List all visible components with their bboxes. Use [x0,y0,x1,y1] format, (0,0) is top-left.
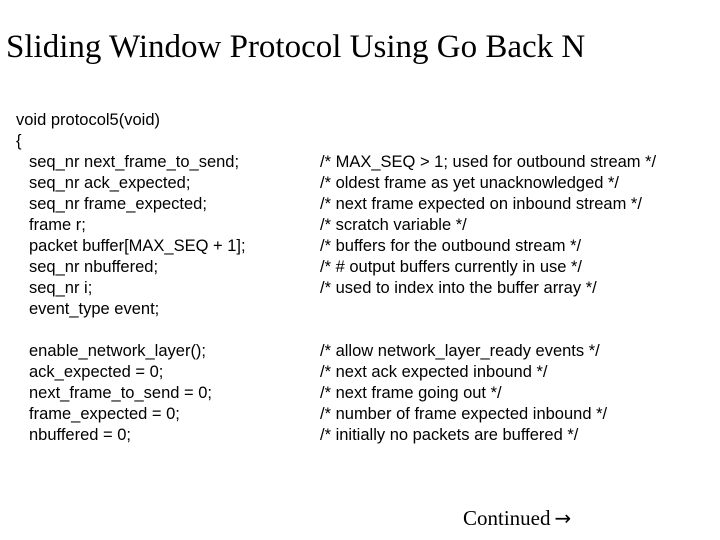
code-statement: enable_network_layer(); [29,342,207,360]
code-line: frame_expected = 0; /* number of frame ex… [0,404,720,425]
code-comment: /* oldest frame as yet unacknowledged */ [320,174,620,192]
code-statement: frame_expected = 0; [29,405,180,423]
code-line: packet buffer[MAX_SEQ + 1]; /* buffers fo… [0,236,720,257]
code-statement: next_frame_to_send = 0; [29,384,212,402]
code-line: seq_nr ack_expected; /* oldest frame as y… [0,173,720,194]
code-comment: /* used to index into the buffer array *… [320,279,597,297]
code-statement: seq_nr ack_expected; [29,174,191,192]
code-line: enable_network_layer(); /* allow network_… [0,341,720,362]
code-line: ack_expected = 0; /* next ack expected in… [0,362,720,383]
code-statement: event_type event; [29,300,160,318]
code-comment: /* next ack expected inbound */ [320,363,548,381]
code-statement: packet buffer[MAX_SEQ + 1]; [29,237,246,255]
code-line: next_frame_to_send = 0; /* next frame goi… [0,383,720,404]
continued-label: Continued [463,506,551,530]
code-line: seq_nr next_frame_to_send; /* MAX_SEQ > 1… [0,152,720,173]
code-comment: /* next frame expected on inbound stream… [320,195,642,213]
code-comment: /* buffers for the outbound stream */ [320,237,582,255]
page-title: Sliding Window Protocol Using Go Back N [6,29,586,65]
code-line: nbuffered = 0; /* initially no packets ar… [0,425,720,446]
code-statement: nbuffered = 0; [29,426,131,444]
code-line: seq_nr nbuffered; /* # output buffers cur… [0,257,720,278]
code-comment: /* number of frame expected inbound */ [320,405,608,423]
code-line: seq_nr frame_expected; /* next frame expe… [0,194,720,215]
code-statement: ack_expected = 0; [29,363,164,381]
code-statement: { [16,132,22,150]
code-line: event_type event; [0,299,720,320]
right-arrow-icon: → [554,506,572,530]
code-statement: seq_nr next_frame_to_send; [29,153,240,171]
code-statement: frame r; [29,216,86,234]
code-statement: void protocol5(void) [16,111,160,129]
code-comment: /* next frame going out */ [320,384,502,402]
code-line: { [0,131,720,152]
code-comment: /* MAX_SEQ > 1; used for outbound stream… [320,153,657,171]
code-line: frame r; /* scratch variable */ [0,215,720,236]
code-statement: seq_nr i; [29,279,93,297]
code-line: seq_nr i; /* used to index into the buffe… [0,278,720,299]
code-listing: void protocol5(void) { seq_nr next_frame_t… [0,110,720,446]
code-comment: /* allow network_layer_ready events */ [320,342,600,360]
code-comment: /* # output buffers currently in use */ [320,258,583,276]
code-statement: seq_nr frame_expected; [29,195,207,213]
code-line: void protocol5(void) [0,110,720,131]
code-comment: /* initially no packets are buffered */ [320,426,579,444]
continued-footer: Continued→ [463,505,571,531]
code-comment: /* scratch variable */ [320,216,467,234]
code-statement: seq_nr nbuffered; [29,258,159,276]
code-line [0,320,720,341]
